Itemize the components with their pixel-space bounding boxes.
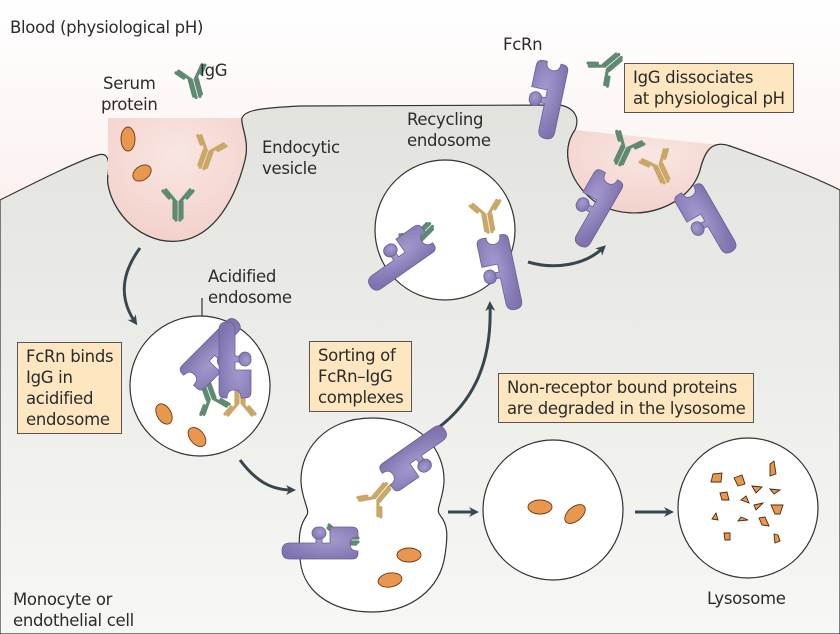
serum-protein (564, 504, 586, 524)
arrow-vesicle-to-acidified (122, 247, 142, 326)
label-recycling-endosome: Recycling endosome (407, 110, 491, 150)
callout-fcrn-binds: FcRn binds IgG in acidified endosome (17, 342, 123, 434)
endocytic-vesicle (107, 118, 247, 242)
serum-protein (377, 572, 403, 588)
region-label-blood: Blood (physiological pH) (10, 18, 204, 37)
degraded-fragments (710, 460, 784, 544)
serum-protein (155, 403, 173, 425)
serum-protein (187, 426, 207, 448)
callout-igg-dissociates: IgG dissociates at physiological pH (624, 63, 794, 113)
label-lysosome: Lysosome (707, 589, 786, 608)
arrow-recycling-to-surface (527, 245, 606, 268)
lysosome (677, 437, 819, 579)
serum-protein (132, 164, 152, 182)
label-igg: IgG (200, 61, 228, 80)
serum-protein (120, 126, 136, 152)
label-serum-protein: Serum protein (101, 74, 158, 114)
callout-sorting: Sorting of FcRn–IgG complexes (309, 341, 413, 412)
callout-degraded: Non-receptor bound proteins are degraded… (498, 373, 755, 423)
serum-protein (527, 499, 553, 515)
label-endocytic-vesicle: Endocytic vesicle (262, 138, 340, 178)
serum-protein (396, 547, 422, 563)
label-fcrn: FcRn (503, 35, 543, 54)
late-endosome (482, 439, 624, 581)
region-label-cell: Monocyte or endothelial cell (13, 590, 134, 630)
label-acidified-endosome: Acidified endosome (208, 267, 292, 307)
arrow-acidified-to-sorting (238, 459, 296, 495)
arrow-sorting-to-recycling (437, 301, 496, 430)
